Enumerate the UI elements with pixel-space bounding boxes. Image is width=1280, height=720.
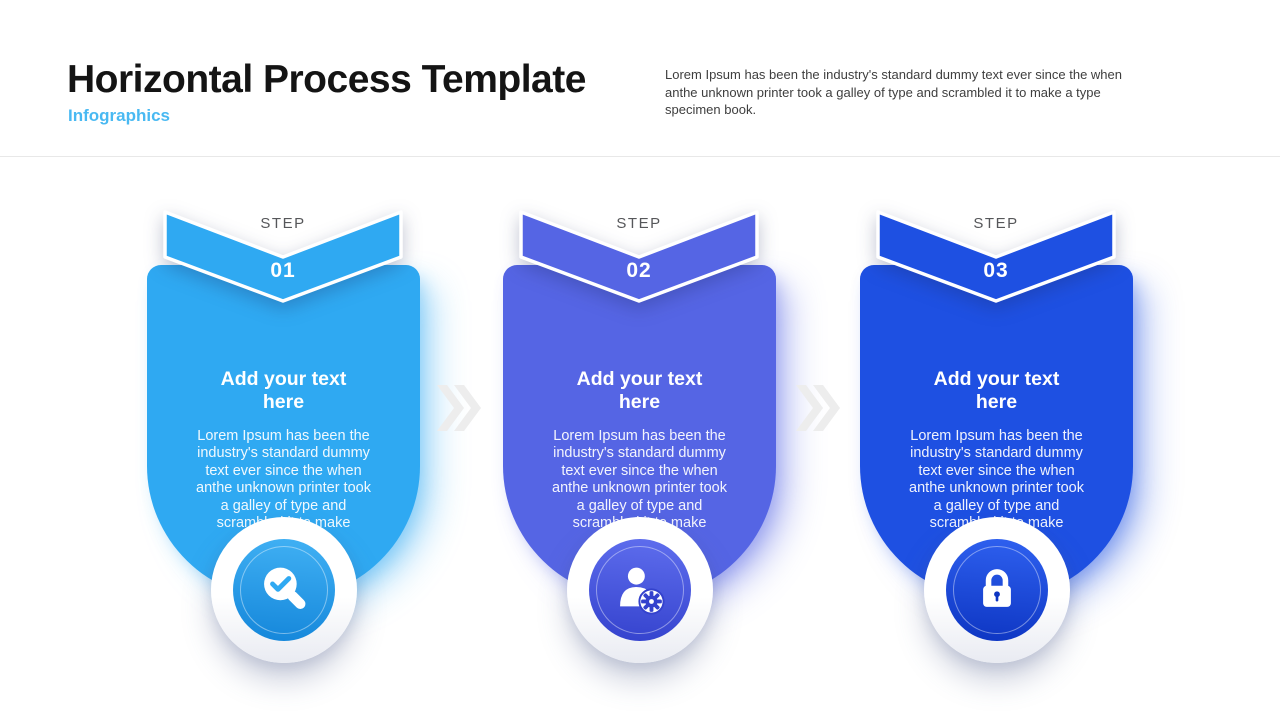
ribbon-chevron-shape [519, 210, 759, 303]
card-heading: Add your text here [933, 368, 1060, 413]
card-heading: Add your text here [220, 368, 347, 413]
card-shape: Add your text here Lorem Ipsum has been … [860, 265, 1133, 600]
process-card-3: Add your text here Lorem Ipsum has been … [860, 210, 1133, 680]
step-label: STEP [973, 215, 1019, 232]
double-chevron-right-icon [796, 385, 842, 431]
icon-badge [566, 517, 713, 663]
step-ribbon: STEP 02 [519, 210, 759, 303]
icon-badge [923, 517, 1070, 663]
ribbon-chevron-shape [876, 210, 1116, 303]
step-label: STEP [616, 215, 662, 232]
header-description: Lorem Ipsum has been the industry's stan… [665, 67, 1122, 117]
user-settings-glyph [619, 567, 665, 615]
process-card-2: Add your text here Lorem Ipsum has been … [503, 210, 776, 680]
card-shape: Add your text here Lorem Ipsum has been … [503, 265, 776, 600]
lock-glyph [982, 569, 1011, 607]
page-title: Horizontal Process Template [67, 58, 586, 101]
step-label: STEP [260, 215, 306, 232]
card-heading: Add your text here [576, 368, 703, 413]
search-check-glyph [263, 567, 305, 610]
page-subtitle: Infographics [68, 106, 171, 125]
ribbon-chevron-shape [163, 210, 403, 303]
step-number: 01 [270, 259, 296, 282]
process-card-1: Add your text here Lorem Ipsum has been … [147, 210, 420, 680]
step-ribbon: STEP 03 [876, 210, 1116, 303]
card-body-text: Lorem Ipsum has been the industry's stan… [909, 428, 1084, 548]
user-settings-icon [588, 539, 691, 641]
step-ribbon: STEP 01 [163, 210, 403, 303]
lock-icon [945, 539, 1048, 641]
header-divider [0, 156, 1280, 157]
double-chevron-right-icon [437, 385, 483, 431]
search-check-icon [232, 539, 335, 641]
step-number: 03 [983, 259, 1009, 282]
icon-badge [210, 517, 357, 663]
step-number: 02 [626, 259, 652, 282]
